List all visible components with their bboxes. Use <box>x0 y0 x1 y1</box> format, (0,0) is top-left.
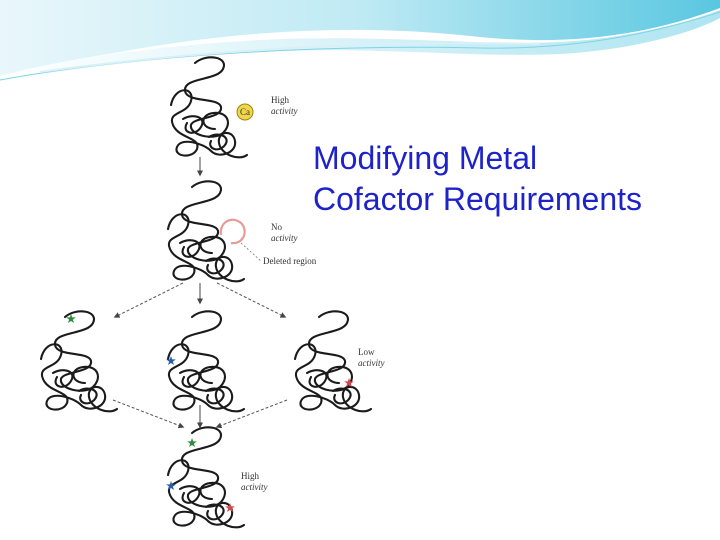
no-activity-label-2: activity <box>271 233 298 243</box>
combined-star-blue <box>166 481 176 490</box>
high-activity-bottom-label-1: High <box>241 471 260 481</box>
high-activity-top-label-2: activity <box>271 106 298 116</box>
protein-combined-mutant <box>166 426 246 529</box>
high-activity-top-label-1: High <box>271 95 290 105</box>
mutation-star-red <box>344 378 354 387</box>
arrow-merge-right <box>215 399 288 429</box>
slide-title: Modifying Metal Cofactor Requirements <box>313 138 642 220</box>
banner-line-2 <box>39 42 541 73</box>
low-activity-label-1: Low <box>358 347 375 357</box>
no-activity-label-1: No <box>271 222 282 232</box>
arrow-fork-right <box>216 282 287 318</box>
metal-ion-label: Ca <box>240 107 250 117</box>
protein-mutant-left <box>39 310 119 413</box>
slide-title-line-2: Cofactor Requirements <box>313 181 643 217</box>
banner-wave-back <box>0 0 720 76</box>
protein-wild-type <box>169 56 249 159</box>
banner-wave-front <box>0 10 720 84</box>
high-activity-bottom-label-2: activity <box>241 482 268 492</box>
combined-star-red <box>225 503 235 512</box>
arrow-merge-left <box>112 399 185 429</box>
metal-ion-circle <box>236 103 254 121</box>
arrow-fork-left <box>113 282 184 318</box>
protein-engineering-diagram: Ca High activity No activity Deleted reg… <box>39 56 385 529</box>
protein-mutant-center <box>166 310 246 413</box>
header-banner <box>0 0 720 84</box>
deleted-region-loop <box>219 218 246 245</box>
low-activity-label-2: activity <box>358 358 385 368</box>
combined-star-green <box>187 438 197 447</box>
deleted-region-leader <box>240 242 262 262</box>
mutation-star-green <box>66 314 76 323</box>
deleted-region-label: Deleted region <box>263 256 317 266</box>
protein-deletion-mutant <box>166 180 246 283</box>
slide-title-line-1: Modifying Metal <box>313 140 538 176</box>
mutation-star-blue <box>166 356 176 365</box>
